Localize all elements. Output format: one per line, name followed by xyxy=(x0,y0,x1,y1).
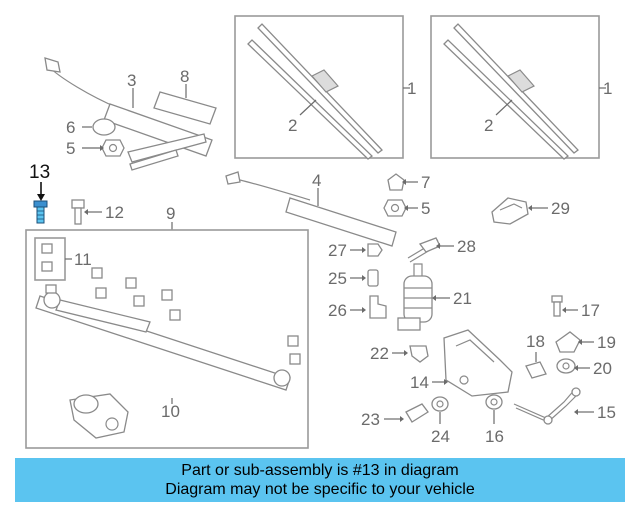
grommet-16[interactable]: 16 xyxy=(485,394,504,446)
callout-2[interactable]: 2 xyxy=(484,116,493,135)
connector-26[interactable]: 26 xyxy=(328,295,387,320)
callout-24[interactable]: 24 xyxy=(431,427,450,446)
callout-6[interactable]: 6 xyxy=(66,118,75,137)
callout-25[interactable]: 25 xyxy=(328,269,347,288)
callout-23[interactable]: 23 xyxy=(361,410,380,429)
bolt-13[interactable]: 13 xyxy=(29,162,50,224)
callout-5[interactable]: 5 xyxy=(421,199,430,218)
wiper-linkage-group[interactable]: 9 11 1 xyxy=(25,204,309,449)
hose-15[interactable]: 15 xyxy=(513,387,616,425)
wiper-arm-right[interactable]: 4 xyxy=(225,171,397,247)
wiper-blade-left xyxy=(247,23,383,160)
callout-15[interactable]: 15 xyxy=(597,403,616,422)
callout-26[interactable]: 26 xyxy=(328,301,347,320)
wiper-blade-right-group[interactable]: 1 2 xyxy=(430,15,612,160)
callout-18[interactable]: 18 xyxy=(526,332,545,351)
callout-10[interactable]: 10 xyxy=(161,402,180,421)
callout-19[interactable]: 19 xyxy=(597,333,616,352)
cover-8[interactable]: 8 xyxy=(153,67,217,125)
connector-27[interactable]: 27 xyxy=(328,241,383,260)
callout-20[interactable]: 20 xyxy=(593,359,612,378)
banner-line-2: Diagram may not be specific to your vehi… xyxy=(165,481,475,498)
nut-5-right[interactable]: 5 xyxy=(383,199,430,218)
callout-16[interactable]: 16 xyxy=(485,427,504,446)
callout-11[interactable]: 11 xyxy=(74,250,92,269)
callout-3[interactable]: 3 xyxy=(127,71,136,90)
callout-27[interactable]: 27 xyxy=(328,241,347,260)
cover-29[interactable]: 29 xyxy=(491,197,570,225)
nut-5-left[interactable]: 5 xyxy=(66,139,125,158)
callout-29[interactable]: 29 xyxy=(551,199,570,218)
bolt-12[interactable]: 12 xyxy=(71,199,124,225)
cap-7[interactable]: 7 xyxy=(387,173,430,192)
callout-22[interactable]: 22 xyxy=(370,344,389,363)
callout-8[interactable]: 8 xyxy=(180,67,189,86)
sensor-23[interactable]: 23 xyxy=(361,403,429,429)
callout-21[interactable]: 21 xyxy=(453,289,472,308)
seal-20[interactable]: 20 xyxy=(556,358,612,378)
wiper-linkage xyxy=(35,267,301,391)
callout-12[interactable]: 12 xyxy=(105,203,124,222)
callout-1[interactable]: 1 xyxy=(407,79,416,98)
label-18[interactable]: 18 xyxy=(525,332,547,379)
nozzle-19[interactable]: 19 xyxy=(555,331,616,353)
callout-2[interactable]: 2 xyxy=(288,116,297,135)
washer-pump-21[interactable]: 21 xyxy=(397,263,472,331)
callout-9[interactable]: 9 xyxy=(166,204,175,223)
callout-28[interactable]: 28 xyxy=(457,237,476,256)
callout-7[interactable]: 7 xyxy=(421,173,430,192)
hose-28[interactable]: 28 xyxy=(407,237,476,263)
callout-1[interactable]: 1 xyxy=(603,79,612,98)
wiper-arm-left[interactable]: 3 xyxy=(44,57,213,171)
banner-line-1: Part or sub-assembly is #13 in diagram xyxy=(181,462,459,479)
wiper-motor xyxy=(69,393,129,439)
grommet-25[interactable]: 25 xyxy=(328,269,379,288)
grommet-24[interactable]: 24 xyxy=(431,396,450,446)
info-banner: Part or sub-assembly is #13 in diagram D… xyxy=(15,458,625,502)
callout-14[interactable]: 14 xyxy=(410,373,429,392)
cap-6[interactable]: 6 xyxy=(66,118,116,137)
callout-4[interactable]: 4 xyxy=(312,171,321,190)
bolt-17[interactable]: 17 xyxy=(551,295,600,320)
wiper-blade-left-group[interactable]: 1 2 xyxy=(234,15,416,160)
clip-set-11[interactable]: 11 xyxy=(34,237,92,281)
grommet-22[interactable]: 22 xyxy=(370,344,429,363)
callout-5[interactable]: 5 xyxy=(66,139,75,158)
wiper-blade-right xyxy=(443,23,579,160)
callout-13[interactable]: 13 xyxy=(29,162,50,183)
washer-reservoir-14[interactable]: 14 xyxy=(410,329,513,397)
callout-17[interactable]: 17 xyxy=(581,301,600,320)
